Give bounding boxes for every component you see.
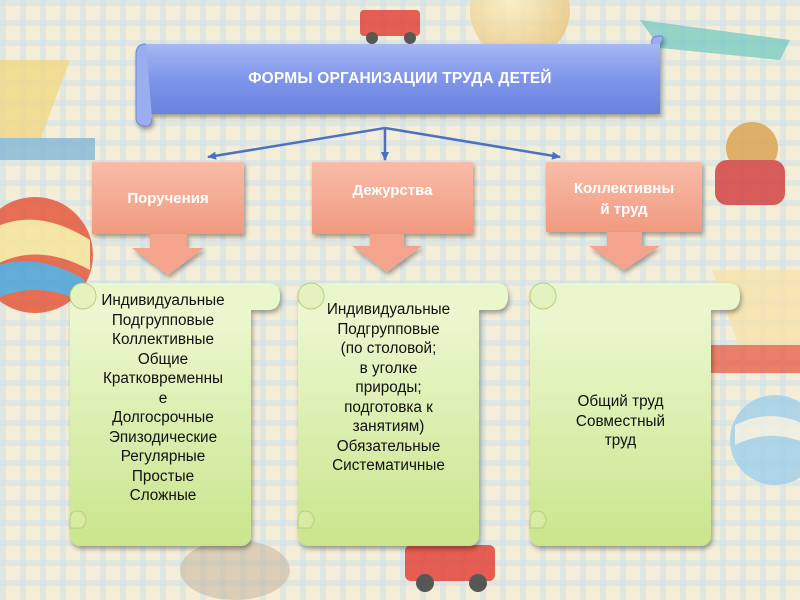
list-item: Эпизодические xyxy=(109,428,217,448)
page-title: ФОРМЫ ОРГАНИЗАЦИИ ТРУДА ДЕТЕЙ xyxy=(140,42,660,116)
list-item: Общий труд xyxy=(578,392,664,412)
list-item: Кратковременны xyxy=(103,369,223,389)
list-item: Регулярные xyxy=(121,447,206,467)
category-label-line: Коллективны xyxy=(574,178,674,199)
down-arrow-1 xyxy=(132,234,204,275)
list-item: Сложные xyxy=(130,486,197,506)
list-item: занятиям) xyxy=(353,417,425,437)
down-arrow-3 xyxy=(589,232,660,270)
connector-arrows xyxy=(208,128,560,160)
category-label-line: й труд xyxy=(600,199,647,220)
list-item: Обязательные xyxy=(337,437,440,457)
category-label-3: Коллективны й труд xyxy=(546,162,702,232)
list-item: Индивидуальные xyxy=(101,291,224,311)
list-item: Совместный xyxy=(576,412,665,432)
list-item: Подгрупповые xyxy=(337,320,439,340)
list-item: Коллективные xyxy=(112,330,214,350)
list-item: Индивидуальные xyxy=(327,300,450,320)
list-item: в уголке xyxy=(360,359,418,379)
list-item: Подгрупповые xyxy=(112,311,214,331)
category-label-line: Поручения xyxy=(127,190,208,207)
list-item: Общие xyxy=(138,350,188,370)
category-label-2: Дежурства xyxy=(312,162,473,234)
list-item: природы; xyxy=(355,378,421,398)
list-item: труд xyxy=(605,431,636,451)
list-item: подготовка к xyxy=(344,398,433,418)
list-item: Долгосрочные xyxy=(112,408,214,428)
down-arrow-2 xyxy=(352,234,422,272)
list-item: Простые xyxy=(132,467,194,487)
list-item: (по столовой; xyxy=(341,339,437,359)
category-label-1: Поручения xyxy=(92,162,244,234)
list-item: е xyxy=(159,389,168,409)
category-label-line: Дежурства xyxy=(352,182,432,199)
list-item: Систематичные xyxy=(332,456,445,476)
